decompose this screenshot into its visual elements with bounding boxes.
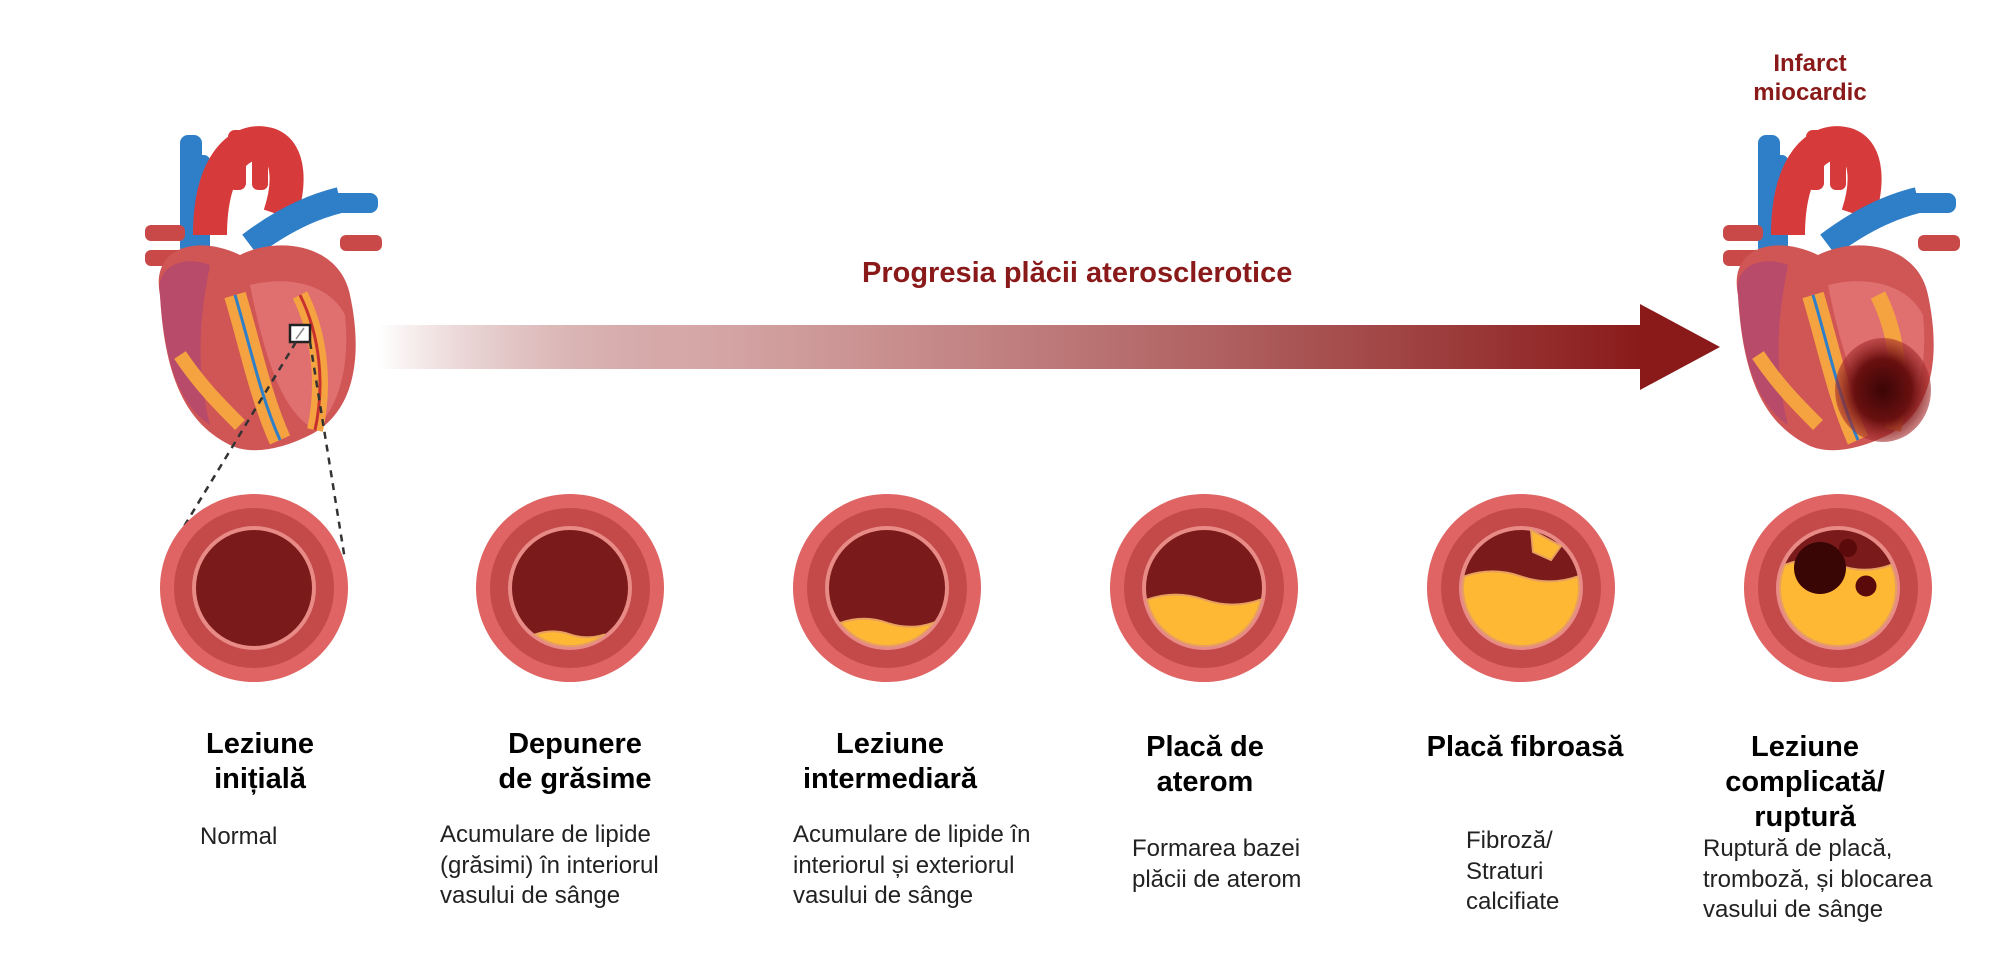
stage-1-title: Leziune inițială: [160, 727, 360, 797]
stage-2-desc-line3: vasului de sânge: [440, 882, 621, 910]
vessel-cross-sections: [160, 494, 1932, 682]
stage-3-description: Acumulare de lipide în interiorul și ext…: [793, 820, 1030, 912]
infarct-label-line1: Infarct: [1773, 50, 1847, 77]
plaque-deposit: [838, 617, 937, 647]
zoom-lines: [178, 341, 347, 561]
stage-5-description: Fibroză/ Straturi calcifiate: [1466, 826, 1559, 918]
stage-5-title: Placă fibroasă: [1395, 730, 1655, 765]
stage-5-desc-line2: Straturi: [1466, 857, 1544, 885]
stage-4-title-line1: Placă de: [1146, 731, 1264, 763]
thrombus-fragment: [1852, 572, 1880, 600]
stage-6-title-line1: Leziune: [1751, 731, 1859, 763]
thrombus: [1794, 542, 1846, 594]
vessel-lumen: [196, 530, 312, 646]
vessel-cross-section-4: [1110, 494, 1298, 682]
stage-6-title: Leziune complicată/ ruptură: [1690, 730, 1920, 834]
stage-3-title-line1: Leziune: [836, 728, 944, 760]
vessel-cross-section-1: [160, 494, 348, 682]
progression-label: Progresia plăcii aterosclerotice: [862, 257, 1293, 289]
plaque-deposit: [533, 630, 606, 647]
stage-1-description: Normal: [200, 822, 277, 853]
stage-4-description: Formarea bazei plăcii de aterom: [1132, 834, 1301, 895]
stage-5-desc-line3: calcifiate: [1466, 888, 1560, 916]
plaque-deposit: [1462, 570, 1580, 647]
stage-2-description: Acumulare de lipide (grăsimi) în interio…: [440, 820, 659, 912]
stage-2-desc-line1: Acumulare de lipide: [440, 821, 651, 848]
vessel-lumen: [512, 530, 628, 646]
vessel-cross-section-5: [1427, 494, 1615, 682]
stage-3-desc-line2: interiorul și exteriorul: [793, 851, 1015, 879]
vessel-cross-section-3: [793, 494, 981, 682]
stage-4-title: Placă de aterom: [1100, 730, 1310, 800]
calcified-layer: [1529, 528, 1563, 562]
stage-4-desc-line1: Formarea bazei: [1132, 835, 1301, 862]
stage-6-desc-line2: tromboză, și blocarea: [1703, 865, 1933, 893]
thrombus-fragment: [1839, 539, 1857, 557]
vessel-lumen: [829, 530, 945, 646]
stage-6-desc-line1: Ruptură de placă,: [1703, 835, 1893, 862]
infarct-label: Infarct miocardic: [1730, 50, 1890, 108]
vessel-cross-section-2: [476, 494, 664, 682]
stage-1-desc-line1: Normal: [200, 823, 278, 850]
stage-2-title: Depunere de grăsime: [460, 727, 690, 797]
heart-infarct-icon: [1723, 126, 1960, 451]
stage-4-title-line2: aterom: [1156, 765, 1254, 798]
stage-4-desc-line2: plăcii de aterom: [1132, 865, 1302, 893]
stage-3-desc-line1: Acumulare de lipide în: [793, 821, 1031, 848]
stage-5-title-line1: Placă fibroasă: [1426, 731, 1624, 763]
infarct-label-line2: miocardic: [1753, 78, 1867, 106]
stage-6-desc-line3: vasului de sânge: [1703, 896, 1884, 924]
stage-6-title-line3: ruptură: [1754, 800, 1856, 833]
stage-3-desc-line3: vasului de sânge: [793, 882, 974, 910]
stage-1-title-line2: inițială: [214, 762, 306, 795]
stage-6-description: Ruptură de placă, tromboză, și blocarea …: [1703, 834, 1932, 926]
stage-1-title-line1: Leziune: [206, 728, 314, 760]
stage-2-desc-line2: (grăsimi) în interiorul: [440, 851, 659, 879]
progression-arrow: [378, 304, 1720, 390]
vessel-cross-section-6: [1744, 494, 1932, 682]
stage-2-title-line2: de grăsime: [498, 762, 652, 795]
plaque-deposit: [1146, 593, 1263, 648]
stage-5-desc-line1: Fibroză/: [1466, 827, 1553, 854]
stage-2-title-line1: Depunere: [508, 728, 642, 760]
stage-3-title-line2: intermediară: [802, 762, 978, 795]
heart-icon: [145, 126, 382, 451]
stage-6-title-line2: complicată/: [1725, 765, 1885, 798]
stage-3-title: Leziune intermediară: [775, 727, 1005, 797]
